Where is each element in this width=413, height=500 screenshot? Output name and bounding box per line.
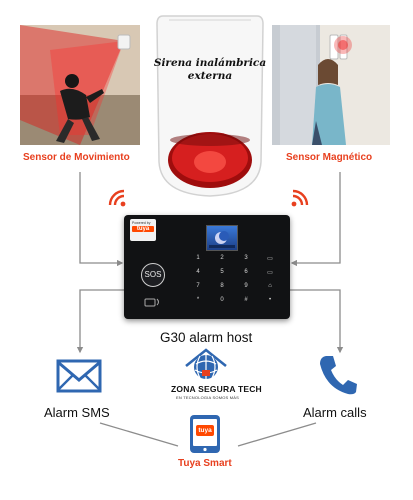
house-shield-icon [185, 348, 227, 379]
key-8[interactable]: 8 [220, 283, 224, 289]
smartphone-icon: tuya [185, 414, 225, 454]
key-unlock[interactable]: ▭ [267, 270, 273, 276]
key-9[interactable]: 9 [244, 283, 248, 289]
tuya-app-icon: tuya [196, 425, 214, 436]
key-1[interactable]: 1 [196, 255, 200, 261]
alarm-host-panel: Powered by tuya SOS 1 2 3 ▭ 4 5 6 ▭ 7 8 … [124, 215, 290, 319]
motion-sensor-label: Sensor de Movimiento [23, 152, 130, 163]
alarm-calls-label: Alarm calls [303, 405, 367, 420]
key-0[interactable]: 0 [220, 297, 224, 303]
motion-sensor-photo [20, 25, 140, 145]
magnetic-sensor-label: Sensor Magnético [286, 152, 373, 163]
key-2[interactable]: 2 [220, 255, 224, 261]
logo-name: ZONA SEGURA TECH [171, 384, 262, 394]
key-hash[interactable]: # [244, 297, 248, 303]
key-star[interactable]: * [196, 297, 200, 303]
key-home[interactable]: ⌂ [268, 283, 272, 289]
logo-tagline: EN TECNOLOGIA SOMOS MÁS [176, 395, 239, 400]
wifi-signal-icon [108, 189, 126, 207]
key-power[interactable]: • [268, 297, 272, 303]
tag-top-text: Powered by [132, 221, 151, 225]
host-lcd-screen [206, 225, 238, 251]
key-6[interactable]: 6 [244, 269, 248, 275]
tuya-powered-tag: Powered by tuya [130, 219, 156, 241]
sos-button[interactable]: SOS [141, 263, 165, 287]
key-lock[interactable]: ▭ [267, 256, 273, 262]
tuya-smart-label: Tuya Smart [178, 458, 232, 469]
alarm-sms-label: Alarm SMS [44, 405, 110, 420]
external-siren: Sirena inalámbrica externa [153, 12, 267, 197]
siren-title: Sirena inalámbrica externa [153, 57, 267, 82]
rfid-icon [144, 298, 159, 307]
key-4[interactable]: 4 [196, 269, 200, 275]
phone-icon [320, 356, 357, 395]
key-7[interactable]: 7 [196, 283, 200, 289]
key-5[interactable]: 5 [220, 269, 224, 275]
wifi-signal-icon [291, 189, 309, 207]
key-3[interactable]: 3 [244, 255, 248, 261]
magnetic-sensor-photo [272, 25, 390, 145]
tag-brand-text: tuya [132, 226, 154, 232]
host-label: G30 alarm host [160, 330, 253, 345]
envelope-icon [56, 359, 102, 393]
